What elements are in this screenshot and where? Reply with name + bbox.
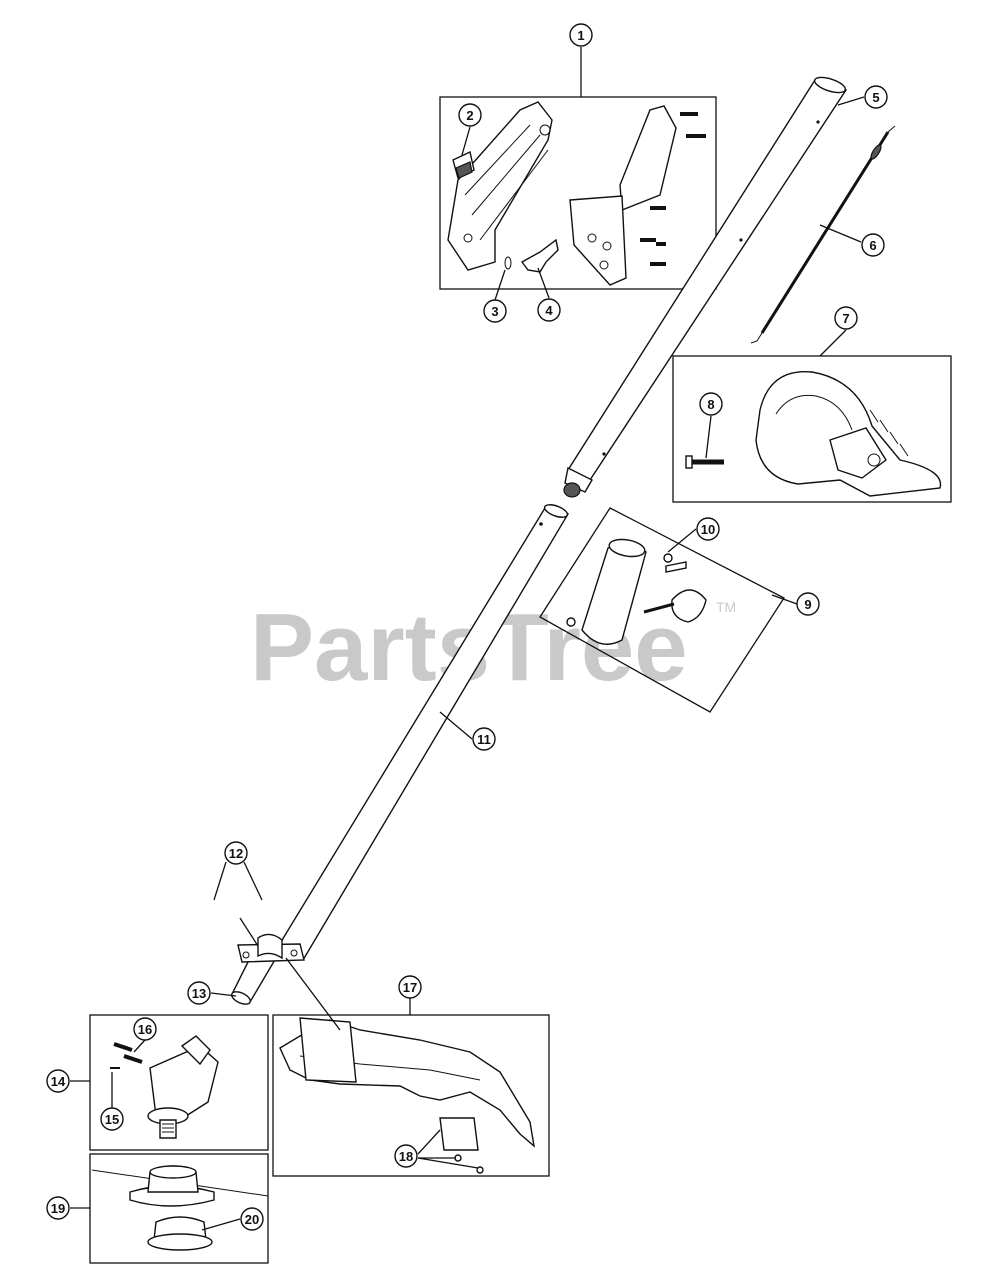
leader-lines [70,47,865,1231]
assist-handle [755,370,942,497]
throttle-cable [750,125,896,344]
spring-part [504,256,512,270]
gearbox-part [147,1035,219,1139]
callout-10: 10 [696,517,720,541]
trimmer-head-part [91,1165,269,1207]
box-coupler [539,507,785,713]
shield-part [279,1017,536,1151]
shaft-clamp [237,933,305,963]
upper-shaft [563,76,848,498]
callout-12: 12 [224,841,248,865]
svg-text:13: 13 [192,986,206,1001]
callout-3: 3 [483,299,507,323]
svg-text:15: 15 [105,1112,119,1127]
callout-1: 1 [569,23,593,47]
svg-text:19: 19 [51,1201,65,1216]
callout-13: 13 [187,981,211,1005]
callout-5: 5 [864,85,888,109]
handle-housing-right [569,105,677,286]
callout-16: 16 [133,1017,157,1041]
callout-18: 18 [394,1144,418,1168]
callout-8: 8 [699,392,723,416]
svg-text:10: 10 [701,522,715,537]
svg-text:3: 3 [491,304,498,319]
callout-2: 2 [458,103,482,127]
box-gearbox [89,1014,269,1151]
svg-text:2: 2 [466,108,473,123]
handle-bolt [685,455,724,469]
trigger-part [452,150,475,180]
svg-text:8: 8 [707,397,714,412]
coupler-nut [663,553,673,563]
lower-shaft [230,504,570,1005]
box-handle-assembly [439,96,717,290]
svg-text:4: 4 [545,303,553,318]
callout-9: 9 [796,592,820,616]
handle-screws [640,112,706,266]
callout-19: 19 [46,1196,70,1220]
lever-part [520,238,559,273]
svg-text:20: 20 [245,1212,259,1227]
shield-screws [454,1154,484,1174]
svg-text:18: 18 [399,1149,413,1164]
svg-text:17: 17 [403,980,417,995]
box-shield [272,1014,550,1177]
callout-15: 15 [100,1107,124,1131]
svg-text:6: 6 [869,238,876,253]
callout-14: 14 [46,1069,70,1093]
svg-text:11: 11 [477,732,491,747]
callout-17: 17 [398,975,422,999]
watermark-trademark: TM [716,599,736,615]
box-assist-handle [672,355,952,503]
svg-text:5: 5 [872,90,879,105]
callout-11: 11 [472,727,496,751]
callout-7: 7 [834,306,858,330]
svg-text:1: 1 [577,28,584,43]
callout-20: 20 [240,1207,264,1231]
svg-text:16: 16 [138,1022,152,1037]
callout-4: 4 [537,298,561,322]
coupler-part [566,538,707,645]
callout-6: 6 [861,233,885,257]
handle-housing-left [447,101,553,271]
svg-text:12: 12 [229,846,243,861]
svg-text:7: 7 [842,311,849,326]
svg-text:9: 9 [804,597,811,612]
spool-part [147,1216,213,1251]
gearbox-screws [110,1042,143,1069]
svg-text:14: 14 [51,1074,66,1089]
